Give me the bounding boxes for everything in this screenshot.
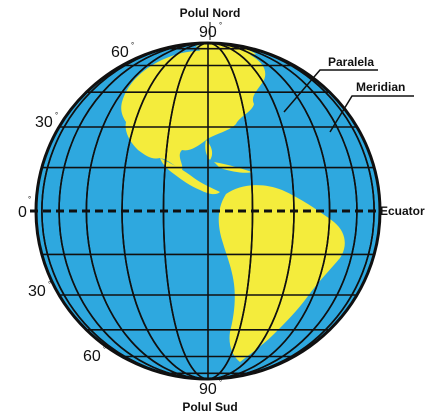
degree-label-south-60: 60	[83, 348, 101, 365]
degree-label-north-90: 90	[199, 24, 217, 41]
globe-outline	[34, 41, 382, 381]
parallel-pointer-line	[283, 69, 378, 113]
equator-label: Ecuator	[380, 204, 425, 218]
degree-label-north-30: 30	[35, 114, 53, 131]
degree-mark: °	[103, 345, 106, 354]
degree-mark: °	[219, 21, 222, 30]
meridian-pointer-line	[329, 95, 414, 133]
degree-label-equator-0: 0	[18, 204, 27, 221]
continents	[121, 43, 345, 362]
degree-mark: °	[219, 378, 222, 387]
degree-label-south-90: 90	[199, 381, 217, 398]
meridian-label: Meridian	[356, 80, 405, 94]
degree-label-south-30: 30	[28, 283, 46, 300]
greenland-landmass	[196, 43, 256, 58]
degree-mark: °	[55, 111, 58, 120]
degree-mark: °	[48, 280, 51, 289]
north-pole-label: Polul Nord	[180, 6, 241, 20]
north-america-landmass	[121, 50, 266, 170]
south-pole-label: Polul Sud	[182, 400, 237, 414]
degree-mark: °	[28, 195, 31, 204]
degree-label-north-60: 60	[111, 44, 129, 61]
parallel-label: Paralela	[328, 55, 374, 69]
degree-mark: °	[131, 41, 134, 50]
south-america-landmass	[218, 185, 345, 362]
